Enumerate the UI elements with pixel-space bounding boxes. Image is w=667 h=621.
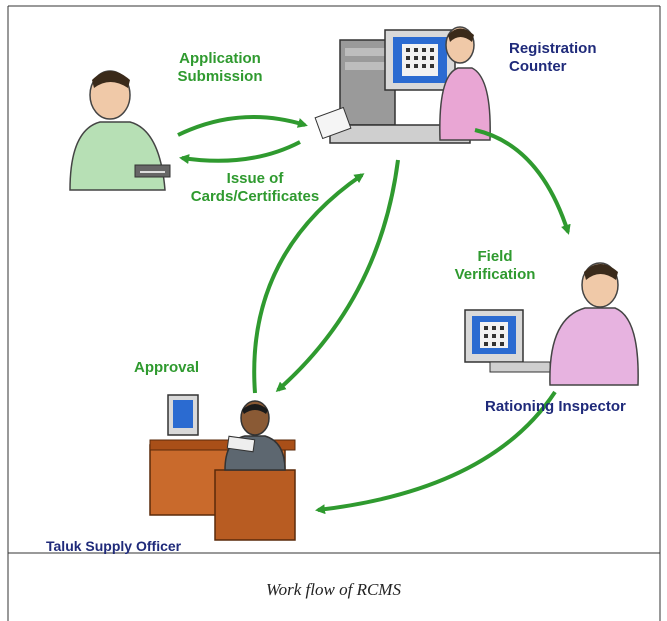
arrow-inspector-to-officer xyxy=(315,390,557,515)
rationing-inspector-icon xyxy=(464,262,639,386)
field-verification-label: Field Verification xyxy=(430,248,560,284)
arrow-approval-up xyxy=(252,173,365,394)
registration-counter-line2: Counter xyxy=(509,58,567,75)
application-submission-line2: Submission xyxy=(177,68,263,85)
rationing-inspector-label: Rationing Inspector xyxy=(485,398,626,415)
issue-of-cards-line2: Cards/Certificates xyxy=(190,188,320,205)
issue-of-cards-line1: Issue of xyxy=(226,170,284,187)
approval-label: Approval xyxy=(134,359,200,376)
arrow-issue-of-cards xyxy=(179,140,301,164)
registration-counter-line1: Registration xyxy=(509,40,597,57)
applicant-person-icon xyxy=(69,70,171,191)
arrow-field-verification xyxy=(474,128,571,235)
issue-of-cards-label: Issue of Cards/Certificates xyxy=(175,170,335,206)
arrow-to-officer xyxy=(275,159,400,392)
figure-caption: Work flow of RCMS xyxy=(266,580,401,599)
field-verification-line1: Field xyxy=(477,248,513,265)
taluk-supply-officer-label: Taluk Supply Officer xyxy=(46,538,182,554)
application-submission-line1: Application xyxy=(179,50,261,67)
arrow-application-submission xyxy=(177,115,308,137)
registration-counter-label: Registration Counter xyxy=(509,40,639,76)
field-verification-line2: Verification xyxy=(454,266,536,283)
taluk-supply-officer-icon xyxy=(149,394,296,541)
registration-clerk-icon xyxy=(314,26,491,144)
application-submission-label: Application Submission xyxy=(150,50,290,86)
